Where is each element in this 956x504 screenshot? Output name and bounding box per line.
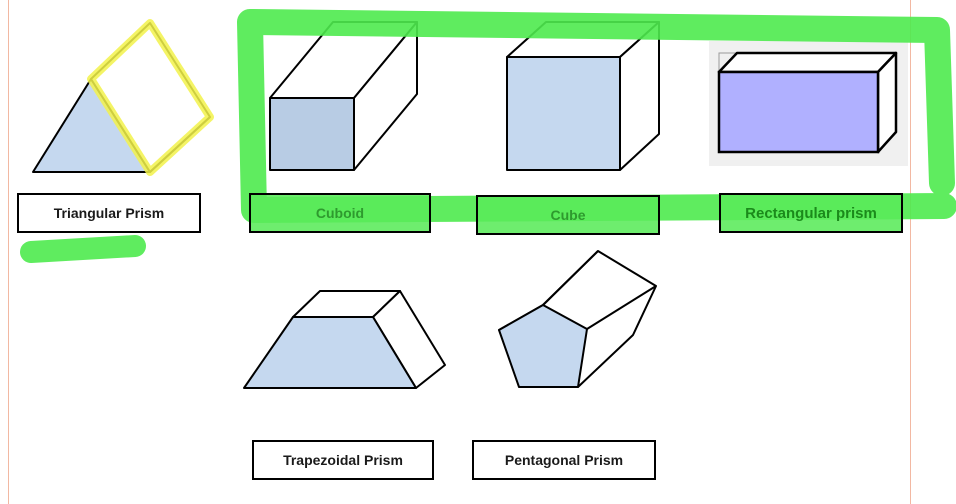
pentagonal-prism-figure <box>498 250 657 388</box>
green-highlight-annotations <box>20 9 956 263</box>
label-trapezoidal-prism: Trapezoidal Prism <box>252 440 434 480</box>
cuboid-front-face <box>269 97 355 171</box>
cube-figure <box>506 21 660 171</box>
trapezoidal-prism-figure <box>243 290 446 389</box>
page-margin-right <box>910 0 911 504</box>
pentagonal-prism-front-face <box>498 304 588 388</box>
rectangular-prism-figure <box>709 41 908 166</box>
green-highlight-loop <box>237 9 956 223</box>
label-triangular-prism: Triangular Prism <box>17 193 201 233</box>
green-highlight-underline <box>20 235 146 263</box>
label-cuboid: Cuboid <box>249 193 431 233</box>
label-cube: Cube <box>476 195 660 235</box>
page-margin-left <box>8 0 9 504</box>
label-pentagonal-prism: Pentagonal Prism <box>472 440 656 480</box>
rectangular-prism-front-face <box>717 70 880 154</box>
label-rectangular-prism: Rectangular prism <box>719 193 903 233</box>
cube-front-face <box>506 56 621 171</box>
triangular-prism-figure <box>32 19 214 176</box>
trapezoidal-prism-front-face <box>243 316 417 389</box>
cuboid-figure <box>269 21 418 171</box>
triangular-prism-yellow-highlight <box>87 19 214 176</box>
